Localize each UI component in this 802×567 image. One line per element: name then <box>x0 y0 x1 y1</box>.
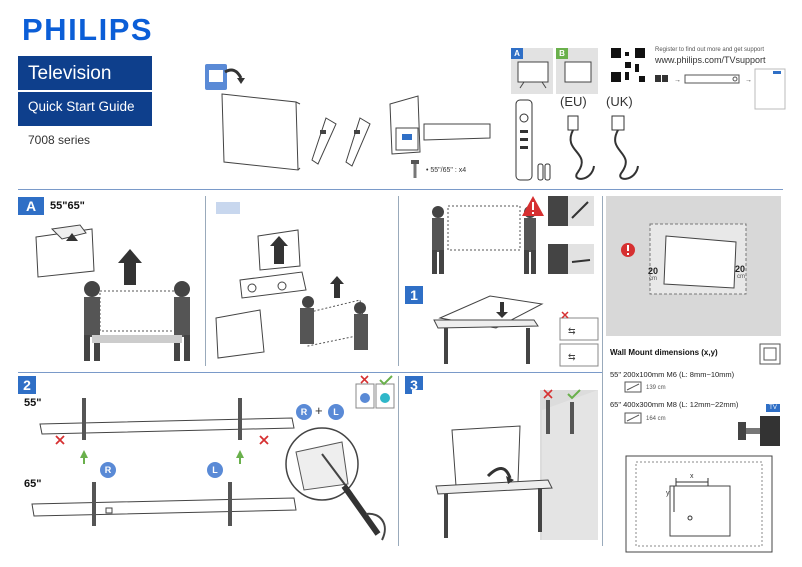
support-url[interactable]: www.philips.com/TVsupport <box>655 55 766 65</box>
tv-panel-drawing <box>221 93 301 171</box>
product-title: Television <box>28 63 112 84</box>
do-dont-cloth-drawing: ⇆ ⇆ <box>559 311 599 367</box>
foot-left-l-marker: L <box>207 462 223 478</box>
carry-tv-drawing <box>432 205 536 274</box>
middle-separator <box>18 372 603 373</box>
separator-a2 <box>398 196 399 366</box>
stand-feet-drawing <box>311 117 371 167</box>
section-b-variant-badge <box>216 202 240 214</box>
series-label: 7008 series <box>28 133 91 147</box>
unboxing-variant-drawing <box>215 229 368 359</box>
handling-tips-drawing <box>548 196 594 274</box>
svg-text:→: → <box>674 77 681 84</box>
distance-left: 20 <box>648 266 659 276</box>
svg-text:→: → <box>745 77 752 84</box>
unbox-icon <box>205 64 245 90</box>
warning-icon <box>522 196 544 216</box>
separator-a1 <box>205 196 206 366</box>
stand-position-65-drawing <box>31 482 297 526</box>
logo-area <box>18 0 152 56</box>
brand-logo: PHILIPS <box>22 12 154 47</box>
step-1-badge: 1 <box>405 286 423 304</box>
step-2-badge: 2 <box>18 376 36 394</box>
remote-control-icon <box>515 99 551 181</box>
size-65-label: 65" <box>24 478 42 490</box>
vesa-back-drawing <box>625 455 773 553</box>
section-a-sizes: 55"65" <box>50 200 85 212</box>
power-cord-uk-icon <box>611 115 639 180</box>
wall-mount-55: 55" 200x100mm M6 (L: 8mm~10mm) <box>610 370 735 379</box>
tv-tag: TV <box>766 404 780 412</box>
bracket-side-drawing <box>738 416 780 446</box>
wall-mount-icon <box>759 343 781 365</box>
power-cord-eu-icon <box>567 115 595 180</box>
vesa-x-label: x <box>690 473 694 480</box>
stand-type-a-badge: A <box>511 48 523 59</box>
stand-type-b-icon <box>564 61 592 83</box>
separator-b <box>602 196 603 546</box>
tv-on-table-drawing <box>433 295 544 364</box>
wall-mount-65: 65" 400x300mm M8 (L: 12mm~22mm) <box>610 400 739 409</box>
stand-type-a-icon <box>517 61 549 89</box>
place-tv-drawing <box>412 389 598 540</box>
screwdriver-detail-drawing <box>285 427 386 541</box>
screw-icon <box>411 160 419 178</box>
svg-text:⇆: ⇆ <box>568 352 576 362</box>
plus-sign: + <box>315 403 323 418</box>
wall-mount-title: Wall Mount dimensions (x,y) <box>610 348 718 357</box>
screws-label: • 55"/65" : x4 <box>426 167 467 174</box>
svg-text:⇆: ⇆ <box>568 326 576 336</box>
stand-type-b-badge: B <box>556 48 568 59</box>
distance-right-unit: cm <box>737 274 745 280</box>
stand-position-55-drawing <box>39 398 295 464</box>
step-3-badge: 3 <box>405 376 423 394</box>
depth-icon-65 <box>624 412 642 424</box>
guide-title: Quick Start Guide <box>28 99 135 114</box>
register-text: Register to find out more and get suppor… <box>655 47 765 53</box>
size-55-label: 55" <box>24 397 42 409</box>
left-foot-marker: L <box>328 404 344 420</box>
distance-right: 20 <box>735 264 746 274</box>
depth-55: 139 cm <box>646 385 666 391</box>
separator-23 <box>398 376 399 546</box>
depth-icon-55 <box>624 381 642 393</box>
plug-uk-label: (UK) <box>606 94 633 109</box>
screw-check-icons <box>355 375 395 409</box>
top-separator <box>18 189 783 190</box>
distance-left-unit: cm <box>649 276 657 282</box>
plug-eu-label: (EU) <box>560 94 587 109</box>
documents-drawing <box>389 95 491 155</box>
title-divider <box>18 90 152 92</box>
depth-65: 164 cm <box>646 416 666 422</box>
wall-mount-drawing <box>621 223 747 295</box>
section-a-badge: A <box>18 197 44 215</box>
unboxing-lift-drawing <box>35 224 190 361</box>
qr-code-icon <box>611 48 645 82</box>
right-foot-marker: R <box>296 404 312 420</box>
vesa-y-label: y <box>666 490 670 497</box>
book-icon: → → <box>655 68 786 110</box>
foot-right-r-marker: R <box>100 462 116 478</box>
